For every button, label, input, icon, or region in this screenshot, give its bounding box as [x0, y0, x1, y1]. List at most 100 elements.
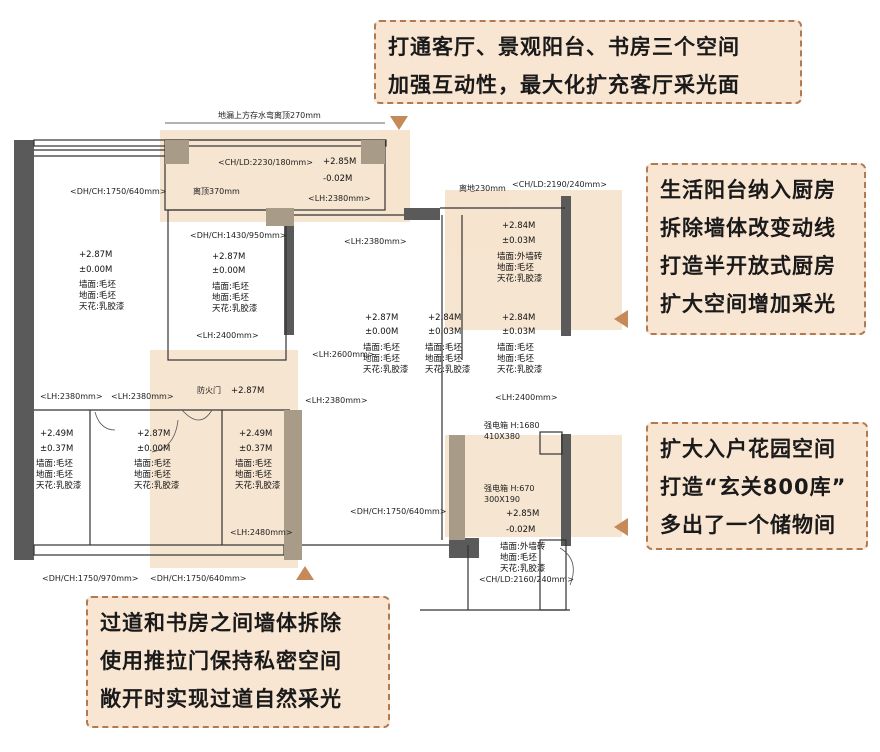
highlight-entry: [445, 435, 622, 537]
room-living-center-0: +2.87M: [365, 313, 398, 323]
room-entry-3: 地面:毛坯: [500, 552, 537, 563]
room-entry-0: +2.85M: [506, 509, 539, 519]
room-balcony-0: +2.85M: [323, 157, 356, 167]
room-bath-left-2: 墙面:毛坯: [36, 458, 73, 469]
room-living-left-0: +2.87M: [79, 250, 112, 260]
room-bath-right-2: 墙面:毛坯: [235, 458, 272, 469]
room-bath-left-4: 天花:乳胶漆: [36, 480, 82, 491]
room-bath-left-3: 地面:毛坯: [36, 469, 73, 480]
arrow-corridor-icon: [296, 566, 314, 580]
wall-study-right: [284, 225, 294, 335]
wall-left: [14, 140, 34, 560]
door-swing-bedroom: [151, 419, 179, 453]
room-kitchen-upper-0: +2.84M: [502, 221, 535, 231]
room-dining-2: 墙面:毛坯: [425, 342, 462, 353]
pillar-corridor: [284, 410, 302, 560]
callout-corridor-line-2: 使用推拉门保持私密空间: [100, 649, 342, 673]
room-study-2: 墙面:毛坯: [212, 281, 249, 292]
dimension-labels: 地漏上方存水弯离顶270mm <CH/LD:2230/180mm> <DH/CH…: [40, 110, 607, 584]
callout-entry-line-3: 多出了一个储物间: [660, 513, 836, 537]
callout-kitchen: 生活阳台纳入厨房 拆除墙体改变动线 打造半开放式厨房 扩大空间增加采光: [646, 163, 866, 335]
dim-ch-ld-2190: <CH/LD:2190/240mm>: [512, 180, 607, 189]
room-corridor-0: +2.87M: [231, 386, 264, 396]
callout-top-line-2: 加强互动性，最大化扩充客厅采光面: [388, 73, 740, 97]
room-study-1: ±0.00M: [212, 266, 245, 276]
room-kitchen-upper-2: 墙面:外墙砖: [497, 251, 543, 262]
room-bedroom-mid-3: 地面:毛坯: [134, 469, 171, 480]
room-entry-2: 墙面:外墙砖: [500, 541, 546, 552]
room-kitchen-upper-3: 地面:毛坯: [497, 262, 534, 273]
room-bedroom-mid-0: +2.87M: [137, 429, 170, 439]
dim-lh-b: <LH:2380mm>: [111, 392, 174, 401]
room-living-left-1: ±0.00M: [79, 265, 112, 275]
room-living-center-3: 地面:毛坯: [363, 353, 400, 364]
room-kitchen-lower-3: 地面:毛坯: [497, 353, 534, 364]
room-dining-4: 天花:乳胶漆: [425, 364, 471, 375]
door-swing-fire: [181, 409, 213, 421]
callout-entry-line-2: 打造“玄关800库”: [660, 475, 847, 499]
wall-entry-bottom: [449, 538, 479, 558]
room-living-center-1: ±0.00M: [365, 327, 398, 337]
room-kitchen-lower-0: +2.84M: [502, 313, 535, 323]
callout-entry-line-1: 扩大入户花园空间: [660, 437, 836, 461]
dim-box2-size: 300X190: [484, 495, 520, 504]
dim-ceiling-370: 离顶370mm: [193, 186, 240, 196]
pillar-balcony-left: [165, 140, 189, 164]
room-living-left-2: 墙面:毛坯: [79, 279, 116, 290]
dim-dh-ch-left: <DH/CH:1750/640mm>: [70, 187, 166, 196]
dim-lh-kitchen: <LH:2400mm>: [495, 393, 558, 402]
pillar-study: [266, 208, 294, 226]
dim-box1: 强电箱 H:1680: [484, 420, 540, 430]
wall-lines: [33, 139, 570, 611]
callout-corridor-line-3: 敞开时实现过道自然采光: [100, 687, 342, 711]
dim-box2: 强电箱 H:670: [484, 483, 535, 493]
outline-box1: [539, 431, 563, 455]
dim-box1-size: 410X380: [484, 432, 520, 441]
dim-lh-c: <LH:2380mm>: [305, 396, 368, 405]
room-kitchen-upper-4: 天花:乳胶漆: [497, 273, 543, 284]
room-balcony-1: -0.02M: [323, 174, 352, 184]
door-swing-bath: [94, 411, 116, 431]
room-bedroom-mid-2: 墙面:毛坯: [134, 458, 171, 469]
outline-study: [167, 209, 287, 361]
door-swings: [94, 409, 574, 586]
room-entry-4: 天花:乳胶漆: [500, 563, 546, 574]
dim-lh-balcony: <LH:2380mm>: [308, 194, 371, 203]
dim-fire-door: 防火门: [197, 385, 221, 395]
door-swing-entry: [559, 547, 574, 586]
callout-corridor-line-1: 过道和书房之间墙体拆除: [100, 611, 342, 635]
walls: [14, 140, 571, 560]
wall-mid-divider: [404, 208, 440, 220]
dim-lh-2480: <LH:2480mm>: [230, 528, 293, 537]
room-entry-1: -0.02M: [506, 525, 535, 535]
arrow-top-icon: [390, 116, 408, 130]
room-kitchen-upper-1: ±0.03M: [502, 236, 535, 246]
room-living-center-4: 天花:乳胶漆: [363, 364, 409, 375]
room-bedroom-mid-1: ±0.00M: [137, 444, 170, 454]
callout-kitchen-line-4: 扩大空间增加采光: [660, 292, 836, 316]
dim-dh-ch-970: <DH/CH:1750/970mm>: [42, 574, 138, 583]
dim-ch-ld-2160: <CH/LD:2160/240mm>: [479, 575, 574, 584]
wall-right-kitchen: [561, 196, 571, 336]
room-study-3: 地面:毛坯: [212, 292, 249, 303]
callout-kitchen-line-1: 生活阳台纳入厨房: [660, 178, 836, 202]
room-dining-3: 地面:毛坯: [425, 353, 462, 364]
room-bedroom-mid-4: 天花:乳胶漆: [134, 480, 180, 491]
highlight-corridor: [150, 350, 298, 568]
dim-lh-2600: <LH:2600mm>: [312, 350, 375, 359]
room-dining-0: +2.84M: [428, 313, 461, 323]
wall-right-entry: [561, 434, 571, 546]
room-kitchen-lower-4: 天花:乳胶漆: [497, 364, 543, 375]
room-study-0: +2.87M: [212, 252, 245, 262]
room-living-center-2: 墙面:毛坯: [363, 342, 400, 353]
dim-ground-230: 离地230mm: [459, 183, 506, 193]
callout-kitchen-line-2: 拆除墙体改变动线: [660, 216, 836, 240]
room-dining-1: ±0.03M: [428, 327, 461, 337]
room-living-left-4: 天花:乳胶漆: [79, 301, 125, 312]
callout-kitchen-line-3: 打造半开放式厨房: [660, 254, 836, 278]
callout-top: 打通客厅、景观阳台、书房三个空间 加强互动性，最大化扩充客厅采光面: [374, 20, 802, 104]
room-bath-right-3: 地面:毛坯: [235, 469, 272, 480]
pillars: [165, 140, 465, 560]
callout-entry: 扩大入户花园空间 打造“玄关800库” 多出了一个储物间: [646, 422, 868, 550]
